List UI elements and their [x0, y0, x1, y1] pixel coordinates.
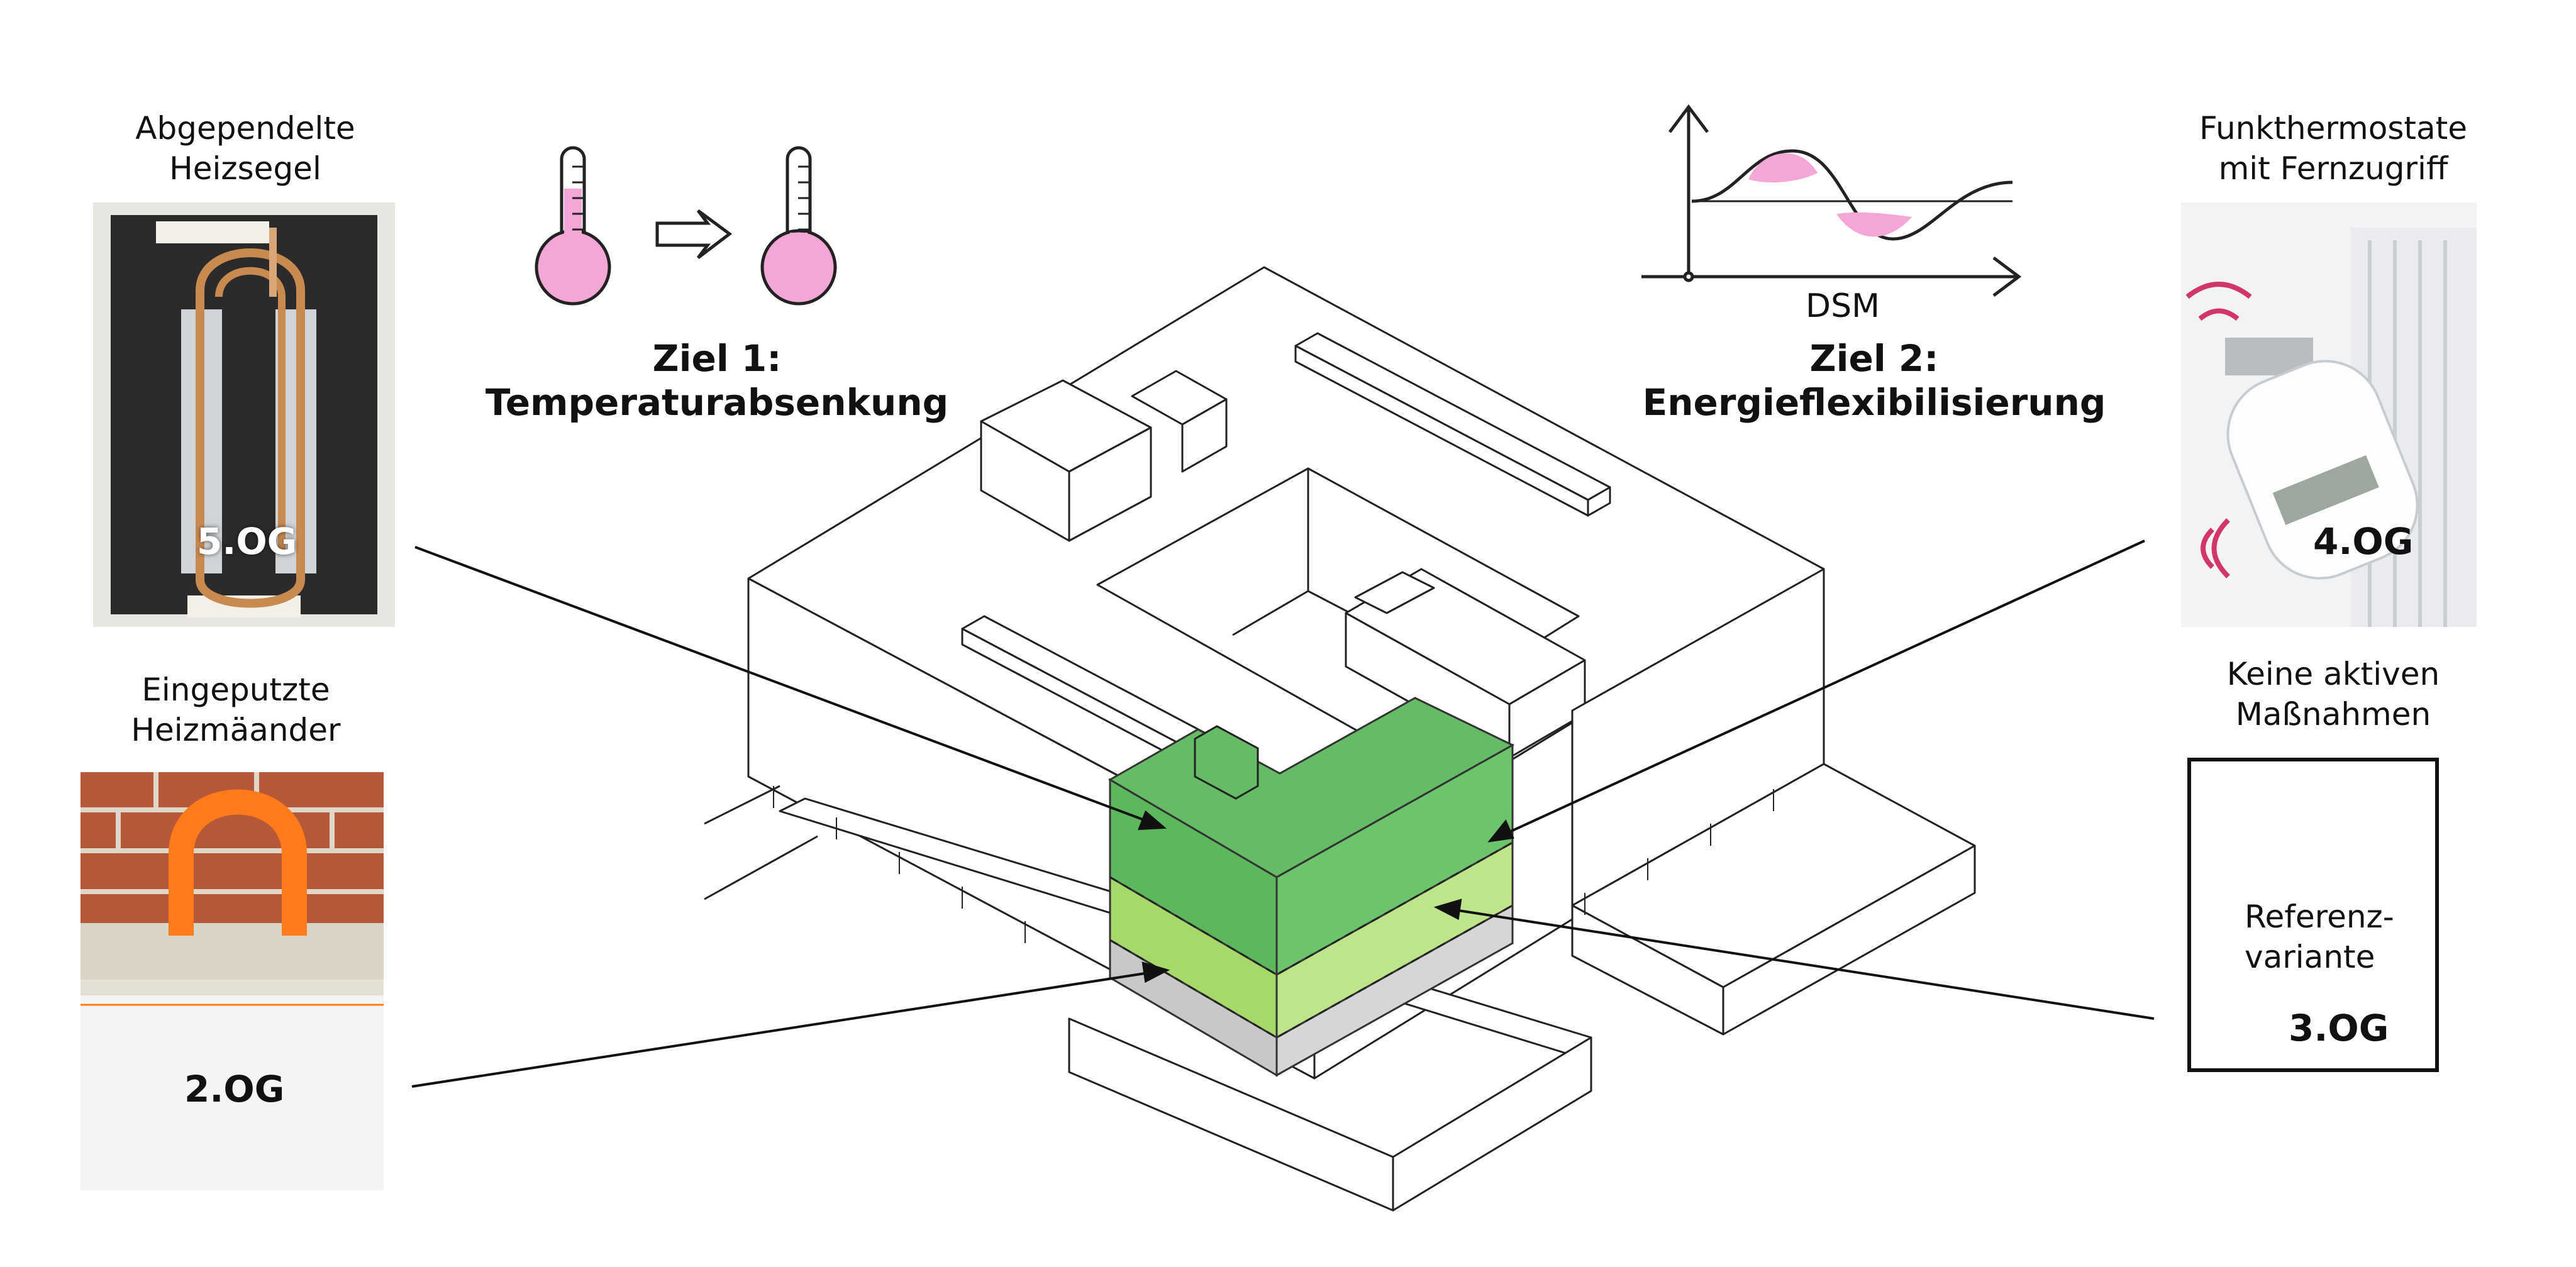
floor-label-4og: 4.OG: [2313, 520, 2414, 563]
brick-wall-image: [80, 772, 384, 1190]
reference-label: Referenz- variante: [2245, 899, 2394, 975]
roof-channel-top: [1294, 332, 1611, 517]
goal-2-title: Ziel 2: Energieflexibilisierung: [1642, 337, 2106, 424]
pointer-arrows: [411, 539, 2155, 1088]
goal-1-title: Ziel 1: Temperaturabsenkung: [485, 337, 949, 424]
floor-label-2og: 2.OG: [184, 1068, 285, 1110]
roof-box-left: [980, 370, 1228, 542]
floor-label-5og: 5.OG: [197, 520, 297, 563]
thermometer-low-icon: [760, 146, 837, 306]
label-heizmaeander: Eingeputzte Heizmäander: [131, 672, 341, 748]
dsm-graph-icon: [1641, 104, 2022, 297]
roof-box-right: [1345, 568, 1586, 759]
photo-funkthermostate: 4.OG: [2181, 202, 2477, 627]
building-right-wing: [1571, 568, 1976, 1036]
label-heizsegel: Abgependelte Heizsegel: [135, 110, 355, 187]
photo-heizmaeander: 2.OG: [80, 772, 384, 1190]
roof-channel-overlay: [1194, 725, 1259, 800]
dsm-label: DSM: [1806, 287, 1880, 325]
heating-panel-image: [111, 215, 377, 617]
photo-heizsegel: 5.OG: [93, 202, 395, 627]
thermostat-image: [2185, 228, 2477, 627]
floor-label-3og: 3.OG: [2289, 1007, 2389, 1049]
arrow-right-icon: [655, 209, 733, 259]
reference-box: Referenz- variante 3.OG: [2187, 758, 2439, 1072]
thermometer-icon: [535, 146, 611, 306]
highlight-floors: [1108, 697, 1515, 1077]
label-funkthermostate: Funkthermostate mit Fernzugriff: [2199, 110, 2468, 187]
label-keine-massnahmen: Keine aktiven Maßnahmen: [2226, 656, 2440, 733]
